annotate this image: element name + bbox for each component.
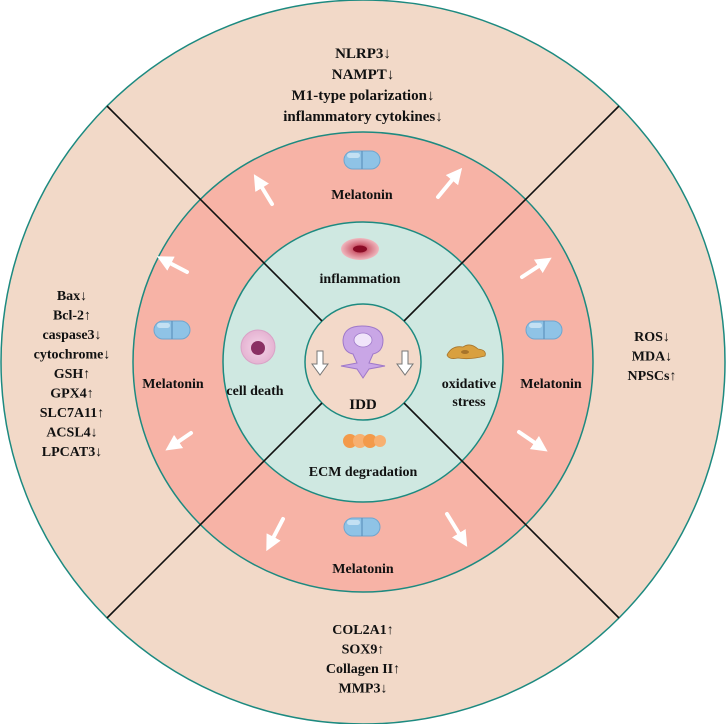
center-label-idd: IDD (349, 397, 377, 413)
outcome-item: M1-type polarization↓ (292, 88, 435, 104)
outcome-item: inflammatory cytokines↓ (283, 109, 443, 125)
melatonin-label-bottom: Melatonin (332, 562, 394, 577)
outcome-list-left: Bax↓ Bcl-2↑ caspase3↓ cytochrome↓ GSH↑ GPX4↑ S… (34, 289, 111, 460)
outcome-item: SOX9↑ (342, 643, 385, 658)
outcome-list-right: ROS↓ MDA↓ NPSCs↑ (627, 330, 676, 384)
outcome-item: Collagen II↑ (326, 662, 400, 677)
outcome-list-bottom: COL2A1↑ SOX9↑ Collagen II↑ MMP3↓ (326, 623, 400, 697)
outcome-item: LPCAT3↓ (42, 445, 102, 460)
dying-cell-icon (240, 329, 276, 365)
pill-icon (525, 320, 563, 340)
outcome-item: GSH↑ (54, 367, 91, 382)
outcome-item: Bax↓ (57, 289, 87, 304)
mechanism-stress: stress (452, 395, 486, 410)
melatonin-label-top: Melatonin (331, 188, 393, 203)
outcome-item: NAMPT↓ (332, 67, 395, 83)
outcome-item: MDA↓ (632, 350, 672, 365)
outcome-item: NPSCs↑ (627, 369, 676, 384)
outcome-item: MMP3↓ (339, 682, 388, 697)
outcome-item: NLRP3↓ (335, 46, 391, 62)
mechanism-cell-death: cell death (226, 384, 283, 399)
outcome-item: Bcl-2↑ (53, 309, 91, 324)
pill-icon (343, 517, 381, 537)
mechanism-ecm-degradation: ECM degradation (309, 465, 418, 480)
pill-icon (343, 150, 381, 170)
quadrant-dividers (106, 105, 620, 619)
melatonin-label-right: Melatonin (520, 377, 582, 392)
outcome-item: cytochrome↓ (34, 348, 111, 363)
outcome-item: caspase3↓ (42, 328, 101, 343)
damaged-cell-icon (446, 344, 486, 360)
outcome-item: ACSL4↓ (46, 426, 97, 441)
outcome-item: GPX4↑ (50, 387, 94, 402)
outward-arrows (156, 167, 552, 552)
outcome-item: SLC7A11↑ (40, 406, 105, 421)
pill-icon (153, 320, 191, 340)
intervertebral-disc-icon (340, 325, 386, 379)
outcome-item: ROS↓ (634, 330, 670, 345)
inflamed-tissue-icon (341, 238, 379, 260)
outcome-list-top: NLRP3↓ NAMPT↓ M1-type polarization↓ inflamm… (283, 46, 443, 125)
melatonin-label-left: Melatonin (142, 377, 204, 392)
mechanism-inflammation: inflammation (320, 272, 401, 287)
down-arrow-icon (311, 350, 414, 376)
ecm-fiber-icon (343, 434, 386, 448)
mechanism-oxidative: oxidative (442, 377, 496, 392)
outcome-item: COL2A1↑ (332, 623, 393, 638)
